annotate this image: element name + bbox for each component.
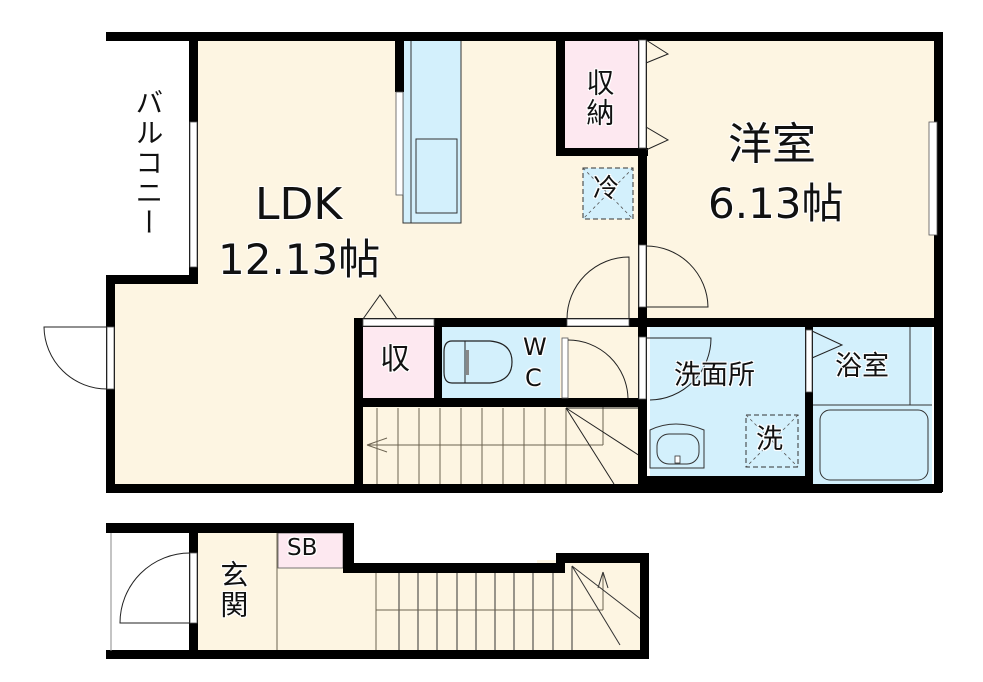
closet-label: 収納 [582, 68, 616, 128]
washroom-door[interactable] [638, 336, 647, 400]
ldk-size: 12.13帖 [218, 235, 381, 284]
ldk-side-door[interactable] [106, 326, 115, 390]
ldk-name: LDK [255, 179, 343, 230]
toilet-door[interactable] [561, 337, 569, 399]
closet-floor [562, 40, 644, 152]
refrigerator-space [582, 167, 634, 220]
western-room-size: 6.13帖 [708, 179, 844, 228]
western-room-window [928, 121, 938, 236]
shoe-box-label: SB [287, 535, 318, 561]
storage-door[interactable] [362, 318, 435, 327]
balcony-window [189, 121, 198, 268]
balcony-label: バルコニー [131, 88, 165, 238]
bathroom-door[interactable] [805, 329, 813, 393]
toilet-bowl [443, 340, 513, 384]
ldk-door[interactable] [566, 318, 630, 327]
western-room-name: 洋室 [728, 119, 816, 170]
staircase-lower [375, 565, 643, 651]
shoe-box [277, 532, 344, 569]
western-room-floor [644, 40, 934, 322]
bathroom-label: 浴室 [835, 351, 889, 382]
closet-folding-door[interactable] [638, 39, 647, 149]
entrance-door[interactable] [189, 552, 198, 624]
western-room-door[interactable] [638, 244, 647, 308]
kitchen-sink [415, 138, 458, 214]
porch-area [112, 530, 192, 652]
staircase-upper [360, 405, 642, 485]
small-storage-floor [360, 326, 435, 398]
small-storage-label: 収 [380, 342, 410, 377]
toilet-label-w: W [523, 333, 547, 361]
bathtub [819, 409, 929, 481]
washer-label: 洗 [756, 424, 783, 455]
toilet-label-c: C [525, 364, 542, 392]
refrigerator-label: 冷 [593, 174, 620, 204]
washroom-label: 洗面所 [674, 360, 755, 391]
entrance-label: 玄関 [216, 560, 250, 620]
